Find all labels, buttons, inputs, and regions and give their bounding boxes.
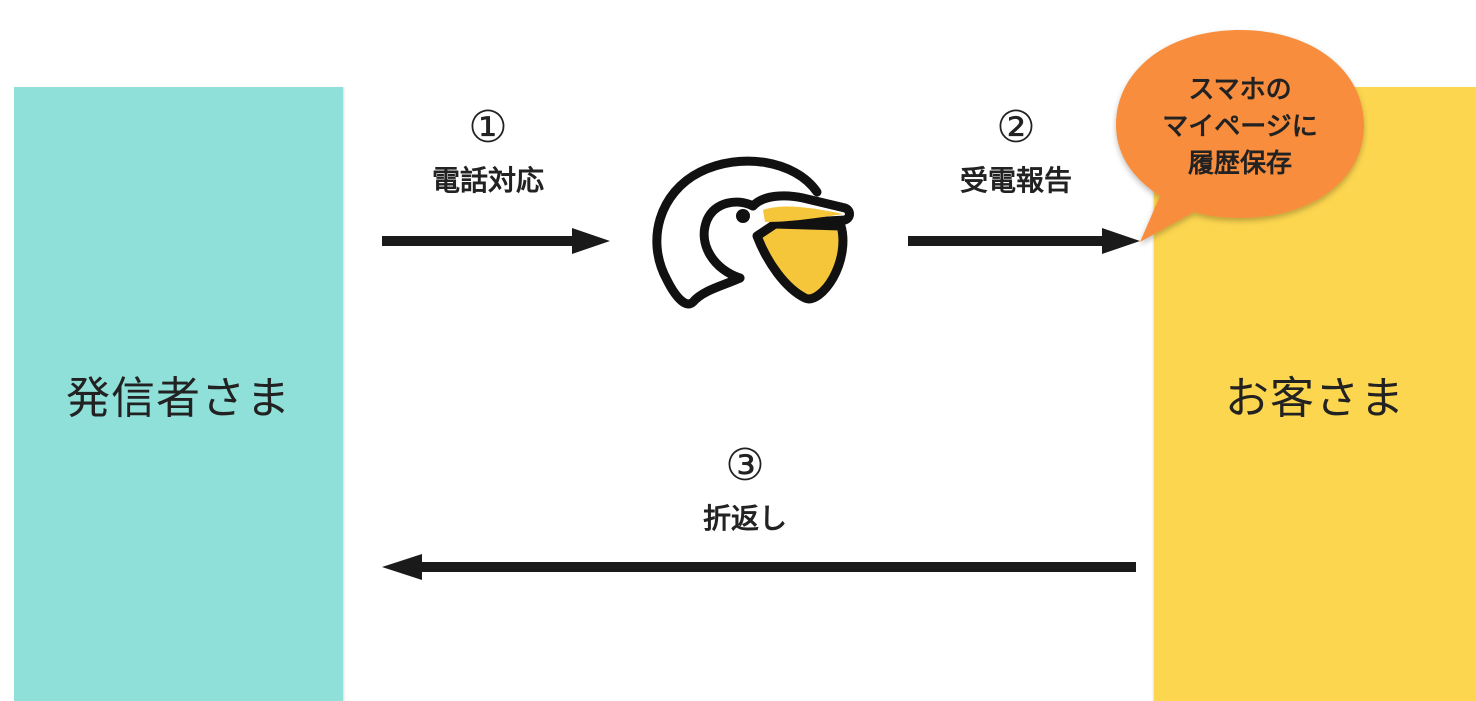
step-2-text: 受電報告 bbox=[959, 164, 1072, 197]
step-2-label: ② 受電報告 bbox=[926, 104, 1106, 198]
step-3-label: ③ 折返し bbox=[655, 442, 835, 536]
step-2-number: ② bbox=[996, 102, 1036, 153]
bubble-line-1: スマホの bbox=[1188, 75, 1292, 105]
customer-label: お客さま bbox=[1225, 373, 1405, 424]
step-1-text: 電話対応 bbox=[431, 164, 544, 197]
speech-bubble-shape bbox=[1116, 30, 1364, 242]
arrow-callback bbox=[382, 554, 1136, 580]
pelican-logo-icon bbox=[652, 156, 854, 309]
bubble-line-2: マイページに bbox=[1162, 112, 1318, 142]
step-3-number: ③ bbox=[725, 440, 765, 491]
sender-label: 発信者さま bbox=[66, 373, 291, 424]
step-1-label: ① 電話対応 bbox=[398, 104, 578, 198]
bubble-line-3: 履歴保存 bbox=[1187, 149, 1292, 179]
arrow-to-pelican bbox=[382, 228, 610, 254]
step-1-number: ① bbox=[468, 102, 508, 153]
bubble-text: スマホの マイページに 履歴保存 bbox=[1112, 72, 1368, 183]
arrow-to-customer bbox=[908, 228, 1140, 254]
history-speech-bubble: スマホの マイページに 履歴保存 bbox=[1112, 20, 1368, 242]
sender-panel: 発信者さま bbox=[14, 87, 343, 701]
step-3-text: 折返し bbox=[702, 502, 787, 535]
